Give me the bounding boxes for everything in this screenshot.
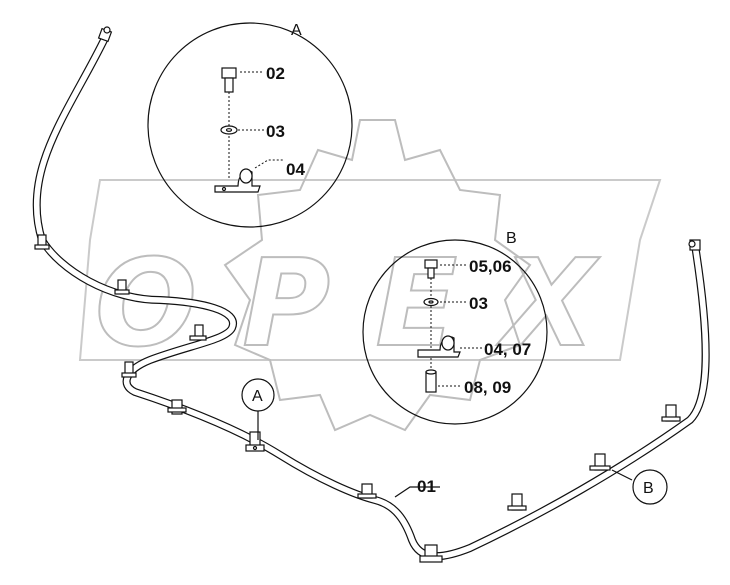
detail-a-callout-02: 02 [266,64,285,83]
pipe-assembly: 01 A B [32,26,710,563]
reference-bubble-a-label: A [252,388,263,405]
detail-b-callout-05-06: 05,06 [469,257,512,276]
clamp [357,483,377,499]
clamp [167,399,187,415]
pipe-end-left [97,26,113,43]
reference-bubble-a: A [241,378,275,440]
detail-b-callout-04-07: 04, 07 [484,340,531,359]
pipe-end-right [688,239,701,251]
detail-a-callout-03: 03 [266,122,285,141]
watermark: OPEX [78,119,662,432]
bolt-icon [424,259,438,279]
clamp [34,234,50,250]
clamp [661,404,681,422]
clamp [245,431,265,452]
detail-a-callout-04: 04 [286,160,305,179]
washer-icon [423,297,439,307]
washer-icon [220,125,238,135]
detail-b-callout-03: 03 [469,294,488,313]
clamp-icon [417,335,461,358]
detail-a-title: A [291,22,302,39]
clamp [589,453,611,471]
detail-b-title: B [506,230,517,247]
reference-bubble-b-label: B [643,480,654,497]
detail-a: A 02 03 04 [147,22,353,228]
spacer-icon [425,369,437,393]
watermark-gear-icon [78,119,662,432]
detail-b: B 05,06 03 04, 07 08, 09 [362,230,548,425]
clamp [507,493,527,511]
clamp-icon [214,168,261,193]
clamp [114,279,130,295]
reference-bubble-b: B [611,469,668,505]
clamp [419,544,443,563]
clamp [121,361,137,378]
part-label-01: 01 [417,477,436,496]
detail-b-callout-08-09: 08, 09 [464,378,511,397]
clamp [189,324,207,341]
bolt-icon [221,67,237,93]
